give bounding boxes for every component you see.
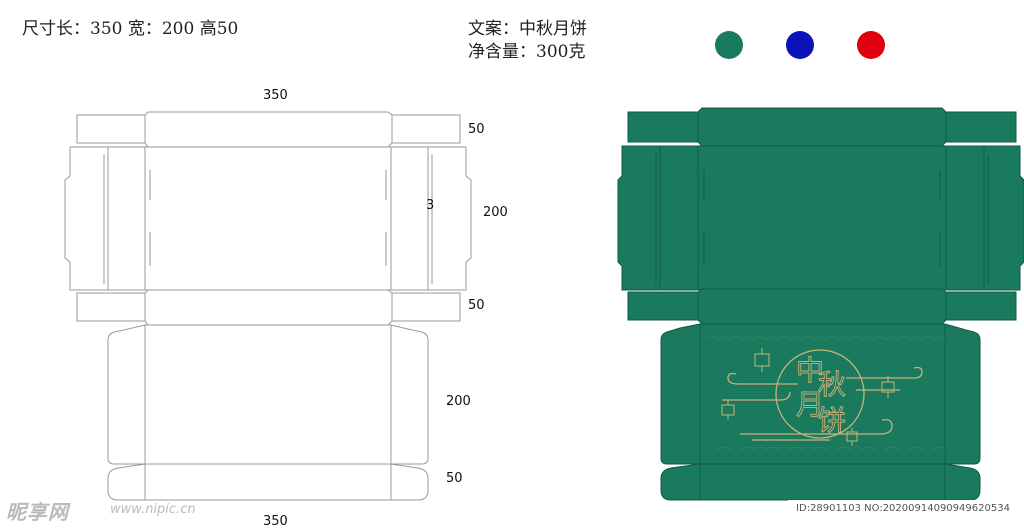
watermark-url: www.nipic.cn bbox=[110, 502, 196, 517]
mooncake-artwork bbox=[705, 336, 947, 451]
dim-bottom-width: 350 bbox=[263, 514, 288, 529]
dieline-outline bbox=[64, 111, 472, 501]
swatch-green bbox=[715, 31, 743, 59]
dim-side-mark: 3 bbox=[426, 198, 435, 213]
weight-spec: 净含量：300克 bbox=[468, 42, 586, 62]
artwork-title: 中 秋 月 饼 bbox=[796, 354, 847, 438]
size-spec: 尺寸长：350 宽：200 高50 bbox=[22, 19, 239, 39]
dim-flap-mid: 50 bbox=[468, 298, 485, 313]
title-char-2: 秋 bbox=[818, 368, 846, 401]
title-char-1: 中 bbox=[796, 354, 824, 387]
swatch-blue bbox=[786, 31, 814, 59]
dim-top-width: 350 bbox=[263, 88, 288, 103]
watermark-brand: 昵享网 bbox=[6, 500, 69, 524]
title-char-3: 月 bbox=[796, 388, 824, 421]
title-char-4: 饼 bbox=[818, 404, 846, 437]
dim-side-height: 200 bbox=[483, 205, 508, 220]
printed-box bbox=[617, 107, 1024, 501]
dim-flap-top: 50 bbox=[468, 122, 485, 137]
swatch-red bbox=[857, 31, 885, 59]
dim-flap-bottom: 50 bbox=[446, 471, 463, 486]
printed-box-creases bbox=[655, 112, 989, 500]
copy-spec: 文案：中秋月饼 bbox=[468, 19, 587, 39]
dim-lid-height: 200 bbox=[446, 394, 471, 409]
image-id-label: ID:28901103 NO:20200914090949620534 bbox=[788, 500, 1018, 518]
